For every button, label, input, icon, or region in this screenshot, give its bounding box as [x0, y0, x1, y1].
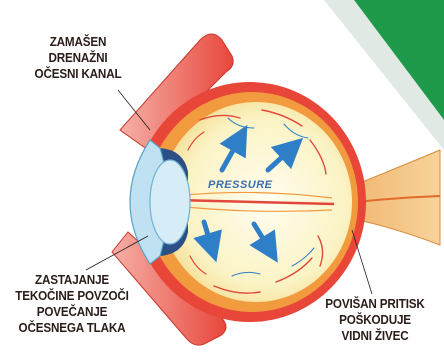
- pressure-text: PRESSURE: [208, 179, 273, 191]
- label-fluid-buildup: ZASTAJANJE TEKOČINE POVZOČI POVEČANJE OČ…: [9, 272, 135, 336]
- label-optic-nerve-damage: POVIŠAN PRITISK POŠKODUJE VIDNI ŽIVEC: [324, 296, 427, 344]
- leader-right: [352, 230, 372, 294]
- label-blocked-drainage-canal: ZAMAŠEN DRENAŽNI OČESNI KANAL: [24, 34, 132, 82]
- lens: [150, 160, 190, 244]
